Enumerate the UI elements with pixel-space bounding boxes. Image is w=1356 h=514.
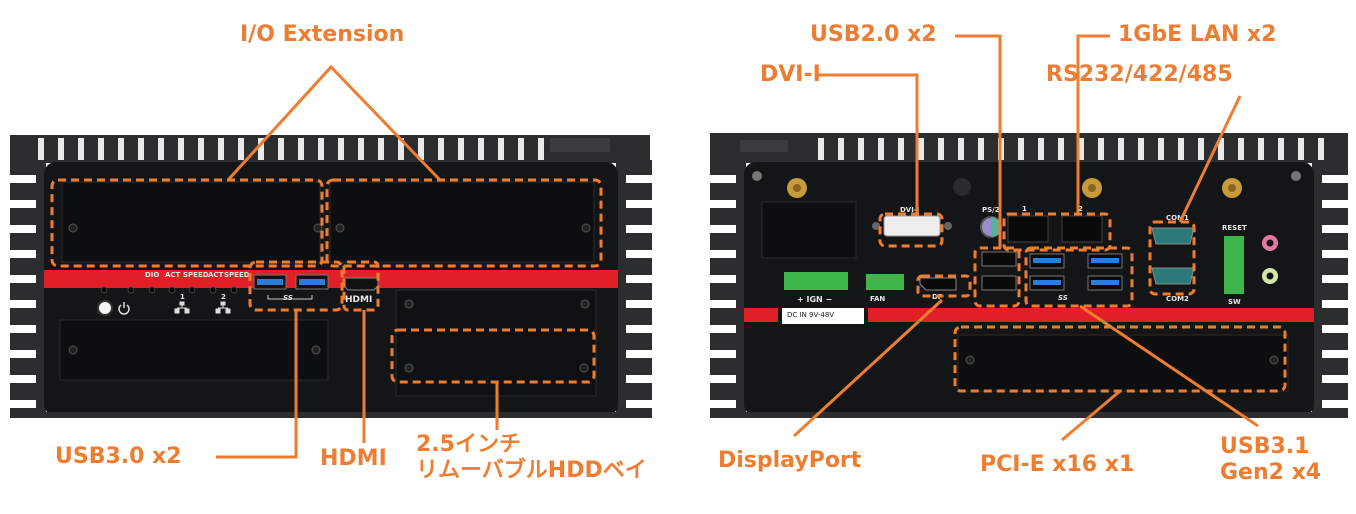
ps2-silk-label: PS/2 — [982, 206, 1000, 214]
lan-leader — [1076, 34, 1110, 214]
antenna-connector-right[interactable] — [1222, 178, 1242, 198]
usb-ss-logo: SS — [283, 294, 293, 302]
lan-port-1[interactable] — [1007, 215, 1049, 243]
rear-bottom-edge — [744, 412, 1314, 418]
callout-usb30: USB3.0 x2 — [55, 444, 182, 469]
power-symbol-icon — [118, 302, 130, 315]
hdd-bay-cover — [395, 289, 597, 397]
dvi-screw-left — [872, 222, 880, 230]
callout-displayport: DisplayPort — [718, 448, 862, 473]
usb31-port-1-tongue — [1033, 258, 1061, 263]
dc-in-silk-label: DC IN 9V-48V — [787, 311, 835, 319]
usb31-leader — [1079, 304, 1259, 428]
wifi-knockout-cap — [953, 178, 971, 196]
ground-screw-right — [1291, 171, 1301, 181]
dc-in-label-plate — [782, 308, 864, 324]
com2-silk-label: COM2 — [1166, 295, 1189, 303]
displayport-port[interactable] — [919, 277, 957, 291]
callout-usb20: USB2.0 x2 — [810, 22, 937, 47]
rear-blank-cover — [761, 201, 857, 259]
usb20-leader — [955, 34, 1002, 248]
lan2-silk-label: 2 — [1078, 205, 1083, 213]
callout-pcie: PCI-E x16 x1 — [980, 452, 1135, 477]
usb31-ss-logo: SS — [1058, 294, 1068, 302]
io-extension-cover-left — [61, 181, 321, 263]
displayport-leader — [792, 298, 944, 438]
fan-terminal-block[interactable] — [866, 274, 904, 290]
usb-bracket-line — [267, 295, 313, 300]
front-top-heatsink-fins — [10, 135, 650, 163]
callout-io-extension: I/O Extension — [240, 22, 405, 47]
front-left-fins — [10, 160, 46, 418]
callout-serial: RS232/422/485 — [1046, 62, 1233, 87]
front-right-fins — [616, 160, 652, 418]
lan-port-2[interactable] — [1061, 215, 1103, 243]
serial-leader — [1178, 95, 1242, 223]
rear-red-stripe-left — [744, 308, 778, 322]
usb31-port-4-tongue — [1091, 280, 1119, 285]
pcie-screw-left — [965, 355, 975, 365]
dvi-silk-label: DVI-I — [900, 206, 920, 214]
rear-right-fins — [1312, 160, 1348, 418]
hdmi-logo: HDMI — [345, 295, 373, 305]
usb31-port-2-tongue — [1091, 258, 1119, 263]
ground-screw-left — [752, 171, 762, 181]
callout-hdmi: HDMI — [320, 446, 387, 471]
callout-dvi: DVI-I — [760, 62, 821, 87]
io-extension-leader — [226, 64, 442, 182]
callout-lan: 1GbE LAN x2 — [1118, 22, 1277, 47]
front-screws — [68, 223, 591, 373]
antenna-connector-mid[interactable] — [1082, 178, 1102, 198]
front-device: DIO ACT SPEED ACT SPEED 1 2 SS HDMI — [0, 0, 680, 510]
led-label-dio: DIO — [145, 271, 160, 279]
led-label-speed-2: SPEED — [224, 271, 250, 279]
usb30-leader — [216, 310, 298, 459]
led-label-act-2: ACT — [208, 271, 224, 279]
com1-silk-label: COM1 — [1166, 214, 1189, 222]
usb31-port-3-tongue — [1033, 280, 1061, 285]
usb30-port-2-tongue — [299, 279, 325, 285]
usb20-port-1[interactable] — [981, 251, 1017, 267]
rear-left-fins — [710, 160, 746, 418]
fan-silk-label: FAN — [870, 295, 886, 303]
dvi-leader — [815, 73, 919, 214]
front-highlight-boxes — [50, 178, 603, 384]
front-lower-left-cover — [59, 319, 329, 381]
pcie-screw-right — [1269, 355, 1279, 365]
callout-hdd-bay-line2: リムーバブルHDDベイ — [416, 458, 647, 483]
front-bottom-edge — [44, 412, 618, 418]
ign-terminal-block[interactable] — [784, 272, 848, 290]
power-button[interactable] — [97, 300, 113, 316]
rear-highlight-boxes — [878, 212, 1287, 393]
reset-silk-label: RESET — [1222, 224, 1247, 232]
lan1-silk-label: 1 — [1022, 205, 1027, 213]
callout-hdd-bay-line1: 2.5インチ — [416, 432, 521, 457]
lan-label-1: 1 — [180, 293, 185, 301]
front-led-indicators — [100, 286, 238, 294]
led-label-speed-1: SPEED — [183, 271, 209, 279]
reset-sw-terminal-block[interactable] — [1224, 236, 1244, 294]
lan-label-2: 2 — [221, 293, 226, 301]
com1-port[interactable] — [1151, 227, 1195, 245]
front-red-stripe — [44, 270, 618, 288]
dvi-screw-right — [944, 222, 952, 230]
lan-icon-2 — [215, 301, 231, 314]
usb20-port-2[interactable] — [981, 275, 1017, 291]
usb30-port-1-tongue — [257, 279, 283, 285]
rear-top-heatsink-fins — [710, 133, 1348, 163]
pcie-leader — [1061, 389, 1121, 442]
pcie-slot-cover — [957, 334, 1289, 392]
io-extension-cover-right — [329, 181, 595, 263]
sw-silk-label: SW — [1228, 298, 1241, 306]
callout-usb31-line1: USB3.1 — [1220, 434, 1310, 459]
callout-usb31-line2: Gen2 x4 — [1220, 460, 1322, 485]
lan-icon-1 — [174, 301, 190, 314]
com2-port[interactable] — [1151, 267, 1195, 285]
led-label-act-1: ACT — [165, 271, 181, 279]
dvi-port[interactable] — [883, 215, 941, 237]
antenna-connector-left[interactable] — [787, 178, 807, 198]
front-chassis-graphic — [10, 135, 652, 418]
ign-silk-label: + IGN − — [797, 295, 833, 304]
